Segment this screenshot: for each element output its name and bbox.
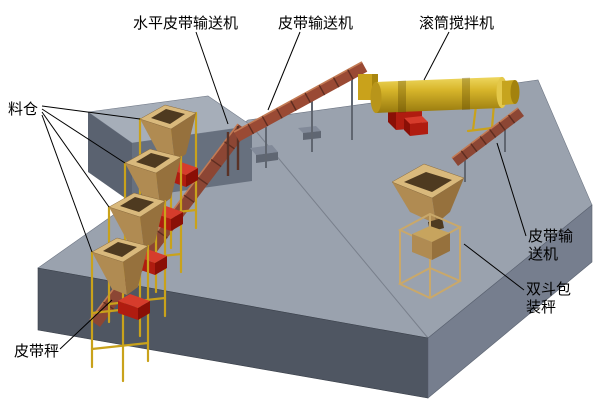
double-hopper-packing-scale — [391, 163, 465, 300]
leader-silo-2 — [41, 108, 126, 164]
leader-packing-scale — [463, 243, 525, 291]
terrace-left-face — [88, 112, 132, 203]
inclined-belt-conveyor — [233, 61, 368, 168]
label-packing-scale-line1: 双斗包 — [526, 281, 571, 298]
conveyor-rungs — [247, 69, 354, 135]
label-drum-mixer: 滚筒搅拌机 — [419, 15, 494, 32]
label-right-conveyor-line2: 送机 — [528, 246, 558, 263]
label-belt-conveyor: 皮带输送机 — [278, 15, 353, 32]
leader-silo-4 — [41, 114, 93, 253]
label-belt-scale: 皮带秤 — [14, 343, 59, 360]
label-material-silos: 料仓 — [8, 101, 38, 118]
label-horizontal-belt-conveyor: 水平皮带输送机 — [133, 15, 238, 32]
support-pads — [250, 126, 321, 163]
platform-right-face — [427, 204, 593, 399]
discharge-belt-conveyor — [451, 107, 524, 182]
label-packing-scale-line2: 装秤 — [526, 299, 556, 316]
drum-end-left — [370, 81, 382, 114]
mixer-drum — [376, 77, 502, 113]
leader-silo-3 — [41, 111, 110, 208]
label-right-conveyor-line1: 皮带输 — [528, 228, 573, 245]
conveyor-rungs — [460, 114, 516, 160]
leader-lines — [41, 31, 527, 350]
leader-right-conveyor — [496, 142, 527, 237]
concrete-platform — [37, 79, 593, 399]
labels: 水平皮带输送机 皮带输送机 滚筒搅拌机 料仓 皮带输 送机 双斗包 装秤 皮带秤 — [8, 15, 573, 360]
leader-horizontal-conveyor — [195, 31, 229, 125]
leader-belt-conveyor — [267, 31, 301, 111]
drum-mixer — [358, 74, 520, 136]
leader-drum-mixer — [423, 31, 450, 81]
leader-silo-1 — [41, 105, 141, 120]
leader-belt-scale — [59, 299, 113, 350]
